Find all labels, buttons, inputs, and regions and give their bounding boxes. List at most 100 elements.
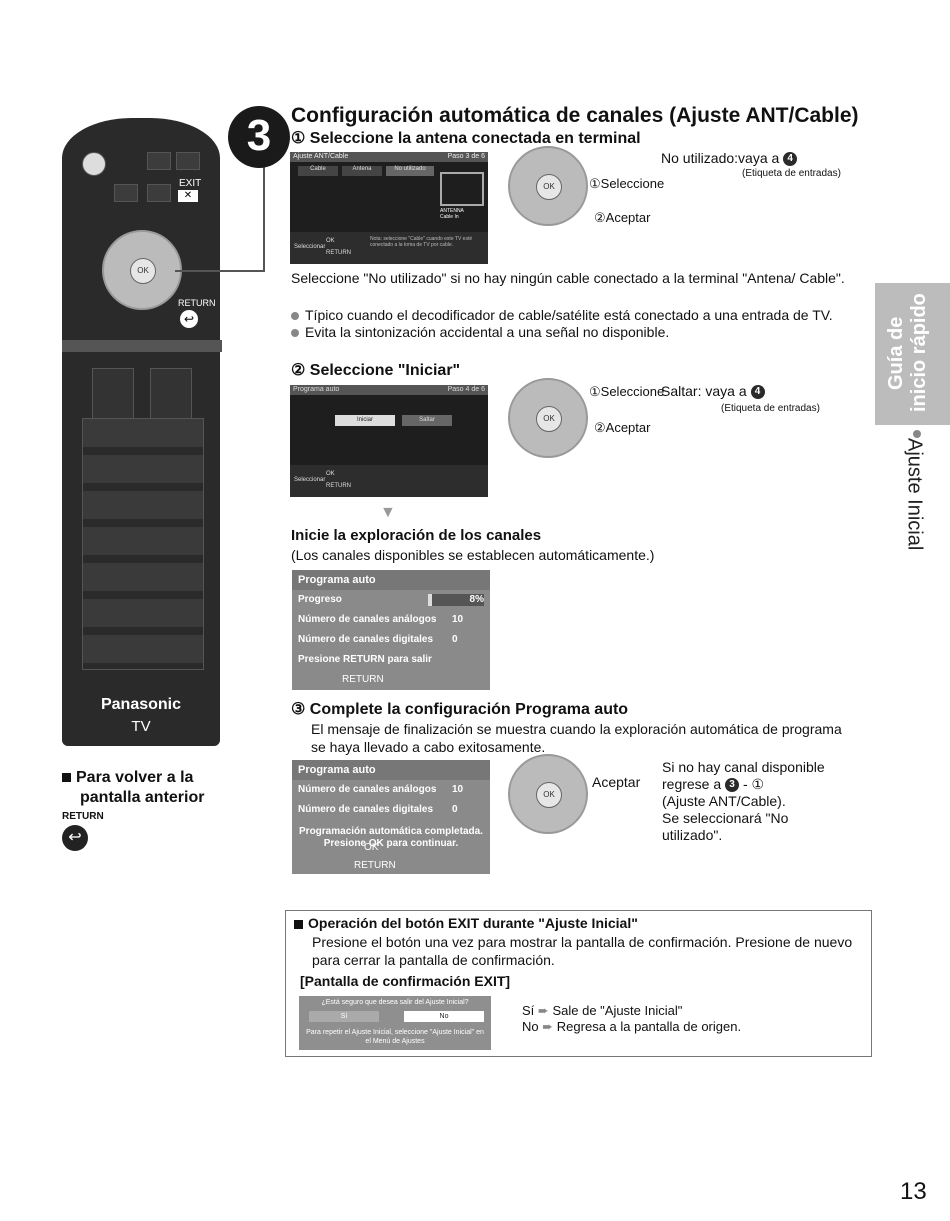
screen-title: Programa auto: [293, 386, 340, 393]
option-antenna: Antena: [342, 166, 382, 176]
confirm-note: Para repetir el Ajuste Inicial, seleccio…: [306, 1029, 484, 1045]
brand-logo: Panasonic: [100, 696, 182, 713]
progress-bar: [428, 594, 484, 606]
exit-box-title: Operación del botón EXIT durante "Ajuste…: [294, 915, 638, 931]
screen-note: Nota: seleccione "Cable" cuando este TV …: [370, 236, 473, 248]
accept-label-3: Aceptar: [592, 774, 641, 790]
dpad-diagram-2: OK: [508, 378, 588, 458]
analog-value: 10: [452, 614, 464, 625]
ok-icon: OK: [536, 174, 562, 200]
color-buttons: [62, 340, 222, 352]
digital-value: 0: [452, 634, 458, 645]
exit-confirm-screen: ¿Está seguro que desea salir del Ajuste …: [299, 996, 491, 1050]
ok-icon: OK: [536, 782, 562, 808]
ok-button: OK: [130, 258, 156, 284]
dpad: OK: [102, 230, 182, 310]
square-bullet-icon: [294, 919, 303, 929]
exit-label: EXIT: [179, 178, 202, 189]
remote-key: [147, 184, 171, 202]
sub2-title: ② Seleccione "Iniciar": [291, 362, 461, 379]
return-label: RETURN: [178, 298, 216, 308]
page-title: Configuración automática de canales (Aju…: [291, 104, 859, 127]
power-button: [82, 152, 106, 176]
option-cable: Cable: [298, 166, 338, 176]
back-return-label: RETURN: [62, 811, 104, 822]
not-used-text: No utilizado:vaya a 4: [661, 150, 798, 167]
dpad-diagram-3: OK: [508, 754, 588, 834]
screen-ok: OK: [326, 471, 335, 477]
osd-complete-msg: Programación automática completada. Pres…: [292, 820, 490, 850]
remote-key: [147, 152, 171, 170]
skip-text: Saltar: vaya a 4: [661, 383, 765, 400]
tv-icon: [440, 172, 484, 206]
side-tab-quick-guide: Guía de inicio rápido: [875, 283, 950, 425]
antenna-terminal-label: ANTENNA Cable In: [440, 208, 464, 220]
pointer-line: [175, 270, 265, 272]
exit-box-body: Presione el botón una vez para mostrar l…: [312, 934, 853, 968]
remote-control-illustration: EXIT ✕ OK RETURN ↩ Panasonic TV: [62, 118, 222, 746]
tag-label-2: (Etiqueta de entradas): [721, 403, 820, 414]
side-tab-title: Guía de inicio rápido: [885, 293, 930, 413]
scan-title: Inicie la exploración de los canales: [291, 527, 542, 544]
back-line-1: Para volver a la: [62, 768, 204, 788]
screen-ok: OK: [326, 238, 335, 244]
sub1-bullet-1: Típico cuando el decodificador de cable/…: [291, 307, 861, 323]
ant-cable-screen: Ajuste ANT/Cable Paso 3 de 6 Cable Anten…: [290, 152, 488, 264]
step-4-badge: 4: [750, 385, 765, 400]
confirm-question: ¿Está seguro que desea salir del Ajuste …: [321, 999, 469, 1006]
step-4-badge: 4: [783, 152, 798, 167]
yes-explanation: Sí ➨ Sale de "Ajuste Inicial": [522, 1003, 683, 1018]
osd-title: Programa auto: [292, 760, 490, 780]
analog-row: Número de canales análogos 10: [292, 780, 490, 800]
screen-help: Seleccionar: [294, 244, 326, 250]
pointer-line: [263, 160, 265, 272]
return-icon: ↩: [62, 825, 88, 851]
scan-complete-osd: Programa auto Número de canales análogos…: [292, 760, 490, 874]
note-line: (Ajuste ANT/Cable).: [662, 793, 786, 809]
screen-return: RETURN: [326, 250, 351, 256]
accept-label-1: ②Aceptar: [594, 210, 651, 225]
osd-title: Programa auto: [292, 570, 490, 590]
screen-return: RETURN: [326, 483, 351, 489]
auto-program-screen: Programa auto Paso 4 de 6 Iniciar Saltar…: [290, 385, 488, 497]
scan-progress-osd: Programa auto Progreso 8% Número de cana…: [292, 570, 490, 690]
digital-label: Número de canales digitales: [298, 634, 434, 645]
square-bullet-icon: [62, 773, 71, 783]
complete-line-1: Programación automática completada.: [299, 826, 483, 837]
progress-value: 8%: [469, 594, 484, 605]
select-label-2: ①Seleccione: [589, 384, 665, 399]
screen-help: Seleccionar: [294, 477, 326, 483]
return-icon: ↩: [180, 310, 198, 328]
complete-line-2: Presione OK para continuar.: [323, 838, 459, 849]
start-button: Iniciar: [335, 415, 395, 426]
accept-label-2: ②Aceptar: [594, 420, 651, 435]
screen-step: Paso 4 de 6: [447, 386, 485, 393]
bullet-icon: [291, 312, 299, 321]
analog-label: Número de canales análogos: [298, 784, 437, 795]
no-channel-note: Si no hay canal disponible regrese a 3 -…: [662, 759, 825, 844]
confirm-no-button: No: [404, 1011, 484, 1022]
back-line-2: pantalla anterior: [80, 789, 205, 806]
number-keypad: [82, 418, 204, 670]
scan-subtitle: (Los canales disponibles se establecen a…: [291, 547, 655, 563]
dpad-diagram-1: OK: [508, 146, 588, 226]
sub3-title: ③ Complete la configuración Programa aut…: [291, 701, 629, 718]
bullet-icon: [291, 329, 299, 338]
progress-fill: [428, 594, 433, 606]
sub1-paragraph: Seleccione "No utilizado" si no hay ning…: [291, 270, 845, 286]
sub1-bullet-2: Evita la sintonización accidental a una …: [291, 324, 861, 340]
step-number-badge: 3: [228, 106, 290, 168]
confirm-yes-button: Sí: [309, 1011, 379, 1022]
skip-button: Saltar: [402, 415, 452, 426]
note-line: utilizado".: [662, 827, 723, 843]
step-3-badge: 3: [725, 778, 740, 793]
analog-value: 10: [452, 784, 464, 795]
tag-label-1: (Etiqueta de entradas): [742, 168, 841, 179]
arrow-icon: ➨: [537, 1003, 549, 1018]
note-line: Si no hay canal disponible: [662, 759, 825, 775]
select-label-1: ①Seleccione: [589, 176, 665, 191]
digital-label: Número de canales digitales: [298, 804, 434, 815]
exit-box-subtitle: [Pantalla de confirmación EXIT]: [300, 973, 511, 989]
